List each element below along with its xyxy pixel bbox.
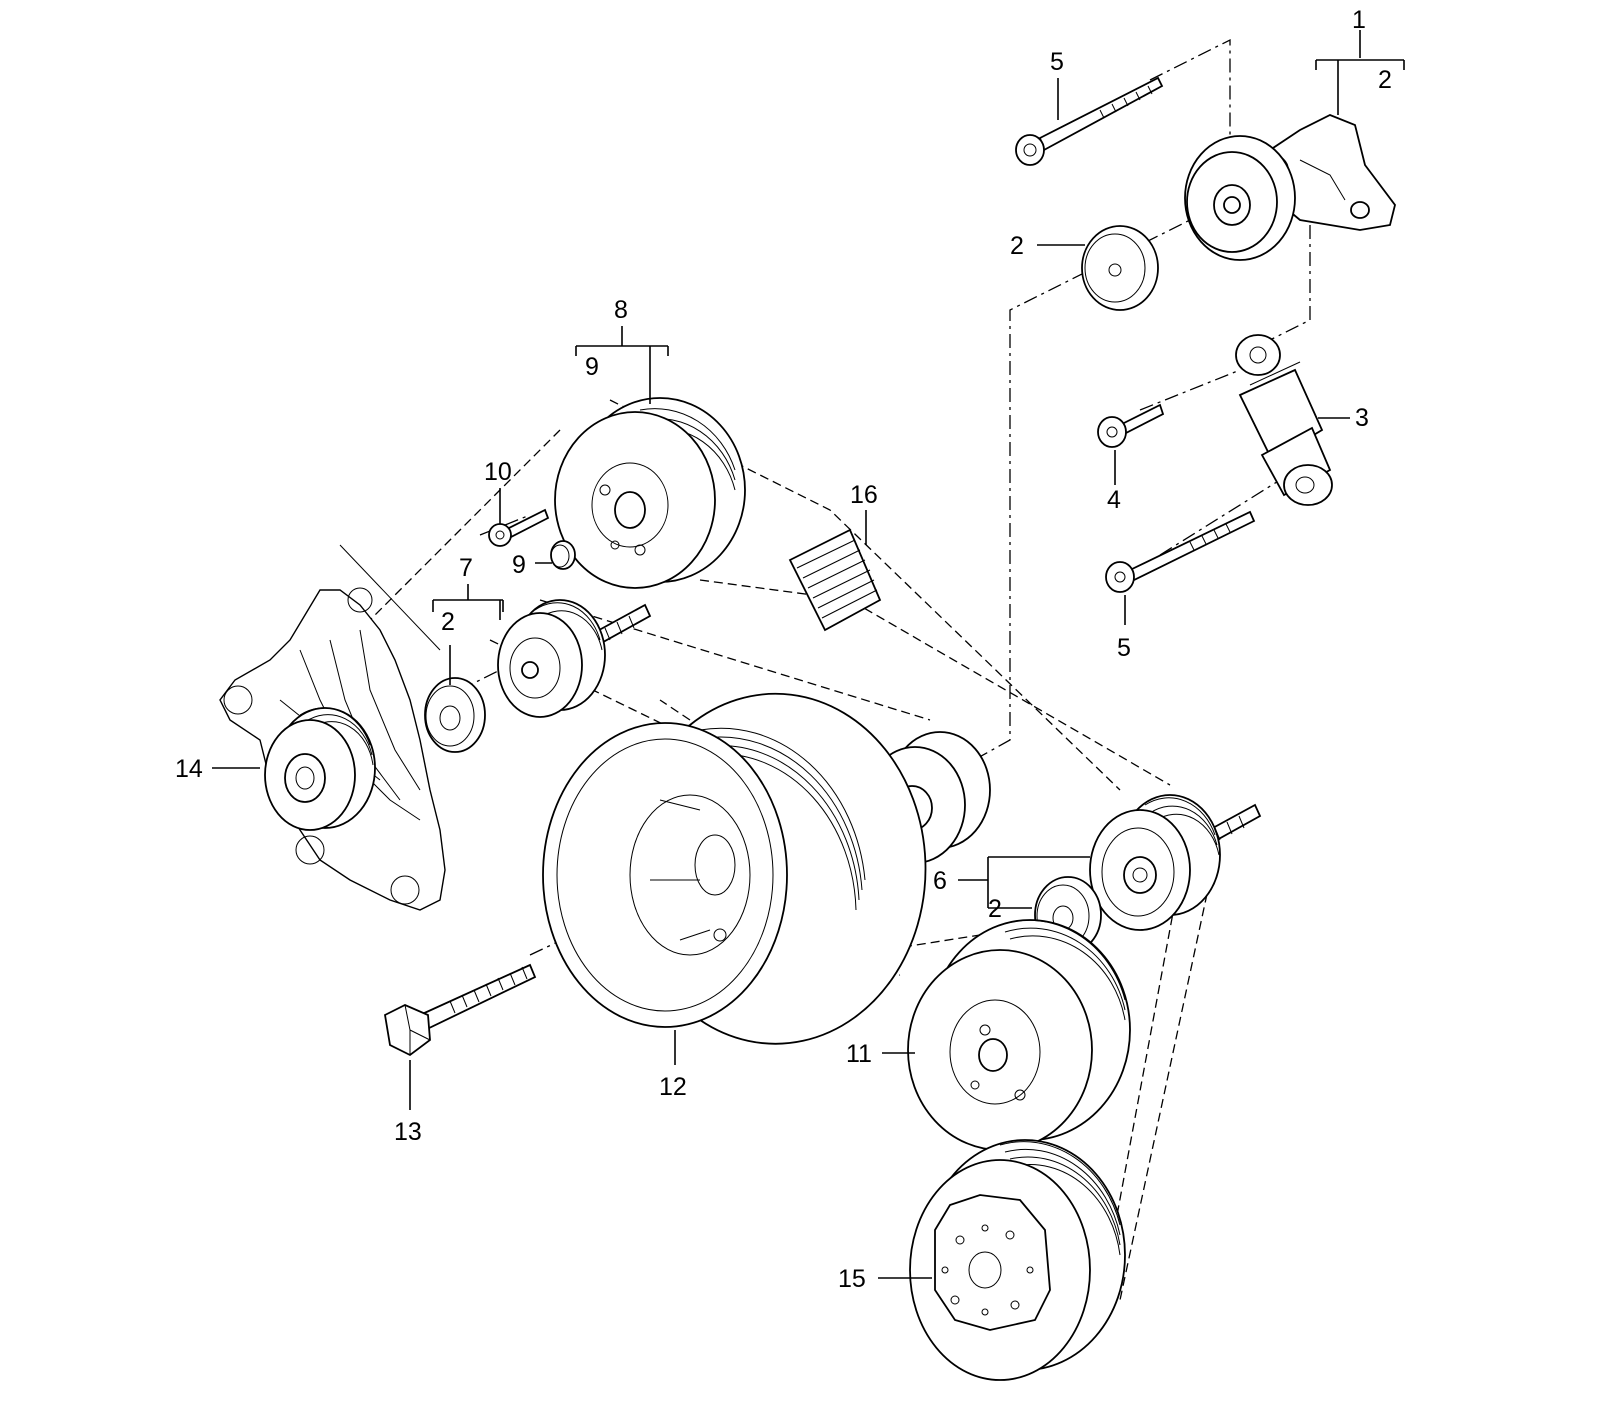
callout-2: 2 <box>1010 232 1024 260</box>
callout-9: 9 <box>585 353 599 381</box>
callout-10: 10 <box>484 458 512 486</box>
callout-labels: 1 2 5 2 3 4 5 8 9 10 9 16 7 2 14 6 2 12 … <box>175 6 1392 1293</box>
small-bolt-and-cap <box>488 508 576 570</box>
callout-12: 12 <box>659 1073 687 1101</box>
callout-16: 16 <box>850 481 878 509</box>
cover-disc-left <box>424 677 486 753</box>
callout-2: 2 <box>441 608 455 636</box>
belt-section <box>788 528 882 632</box>
leader-lines <box>212 30 1405 1279</box>
callout-15: 15 <box>838 1265 866 1293</box>
callout-7: 7 <box>459 554 473 582</box>
tensioner-assembly <box>1184 114 1396 261</box>
callout-1: 1 <box>1352 6 1366 34</box>
upper-pulley <box>554 397 746 589</box>
callout-13: 13 <box>394 1118 422 1146</box>
callout-5: 5 <box>1050 48 1064 76</box>
callout-6: 6 <box>933 867 947 895</box>
central-bolt <box>384 963 537 1057</box>
crankshaft-pulley <box>542 692 927 1045</box>
compressor-pulley <box>909 1139 1126 1381</box>
idler-pulley-lower <box>1089 794 1262 931</box>
long-bolt-upper <box>1015 76 1164 166</box>
callout-2: 2 <box>1378 66 1392 94</box>
tensioner-damper <box>1235 334 1333 506</box>
callout-4: 4 <box>1107 486 1121 514</box>
cover-disc-upper <box>1081 225 1159 311</box>
long-bolt-lower <box>1105 510 1256 593</box>
callout-9: 9 <box>512 551 526 579</box>
callout-8: 8 <box>614 296 628 324</box>
callout-5: 5 <box>1117 634 1131 662</box>
callout-3: 3 <box>1355 404 1369 432</box>
callout-2: 2 <box>988 895 1002 923</box>
water-pump-pulley <box>907 919 1131 1151</box>
alternator <box>219 544 446 911</box>
callout-14: 14 <box>175 755 203 783</box>
short-bolt <box>1097 403 1165 448</box>
callout-11: 11 <box>846 1040 872 1068</box>
idler-pulley-upper <box>497 599 652 718</box>
